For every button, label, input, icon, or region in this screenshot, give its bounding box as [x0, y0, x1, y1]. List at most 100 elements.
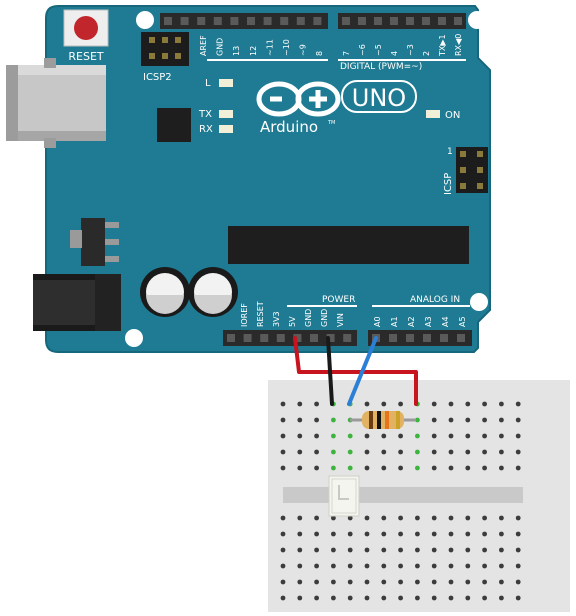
- brand-label: Arduino: [260, 118, 318, 136]
- breadboard-hole: [415, 433, 420, 439]
- breadboard-hole: [314, 433, 319, 439]
- breadboard-hole: [280, 401, 286, 407]
- power-pin-label: VIN: [336, 313, 345, 327]
- breadboard-hole: [364, 401, 370, 407]
- digital-header-right: [338, 13, 466, 29]
- breadboard-hole: [448, 465, 454, 471]
- breadboard-hole: [398, 531, 403, 537]
- breadboard-hole: [314, 547, 319, 553]
- digital-pin-label: 12: [249, 46, 258, 56]
- breadboard-hole: [297, 465, 303, 471]
- breadboard-hole: [347, 595, 353, 601]
- breadboard-hole: [448, 449, 454, 455]
- resistor-band: [385, 411, 389, 429]
- wire-5v: [293, 336, 418, 406]
- breadboard-hole: [297, 595, 303, 601]
- reset-button[interactable]: [63, 9, 109, 47]
- resistor-band: [396, 411, 400, 429]
- breadboard-hole: [448, 563, 454, 569]
- breadboard-hole: [314, 465, 319, 471]
- breadboard-hole: [499, 563, 504, 569]
- uno-badge: [341, 80, 417, 113]
- breadboard-hole: [515, 547, 521, 553]
- breadboard-hole: [431, 417, 437, 423]
- breadboard-hole: [415, 563, 420, 569]
- breadboard-hole: [431, 531, 437, 537]
- icsp-header: [456, 147, 488, 193]
- breadboard-hole: [515, 433, 521, 439]
- breadboard-hole: [381, 563, 387, 569]
- breadboard-hole: [347, 515, 353, 521]
- breadboard-hole: [448, 417, 454, 423]
- digital-pin-label: 4: [390, 51, 399, 56]
- digital-pin-label: ~5: [374, 44, 383, 56]
- breadboard-hole: [280, 465, 286, 471]
- breadboard-hole: [482, 579, 487, 585]
- breadboard-hole: [448, 595, 454, 601]
- breadboard-hole: [431, 433, 437, 439]
- breadboard-hole: [364, 449, 370, 455]
- breadboard-hole: [482, 417, 487, 423]
- resistor-band: [377, 411, 381, 429]
- breadboard-hole: [415, 547, 420, 553]
- breadboard-hole: [465, 465, 471, 471]
- breadboard-hole: [515, 579, 521, 585]
- breadboard-hole: [431, 401, 437, 407]
- breadboard-hole: [280, 515, 286, 521]
- breadboard-hole: [465, 449, 471, 455]
- breadboard-hole: [482, 433, 487, 439]
- led-tx: [219, 110, 233, 118]
- breadboard-hole: [280, 547, 286, 553]
- led-on-label: ON: [445, 110, 460, 121]
- breadboard-hole: [431, 465, 437, 471]
- icsp2-label: ICSP2: [143, 72, 172, 83]
- breadboard-hole: [364, 465, 370, 471]
- breadboard-hole: [515, 515, 521, 521]
- breadboard-hole: [398, 547, 403, 553]
- breadboard-hole: [381, 595, 387, 601]
- breadboard-hole: [331, 595, 336, 601]
- board-body: [45, 5, 491, 353]
- breadboard-hole: [398, 563, 403, 569]
- breadboard-hole: [381, 449, 387, 455]
- digital-pin-label: ~10: [282, 39, 291, 56]
- breadboard-hole: [280, 595, 286, 601]
- breadboard-hole: [515, 595, 521, 601]
- digital-pin-label: 2: [422, 51, 431, 56]
- digital-pin-label: RX◀0: [454, 34, 463, 56]
- digital-pin-label: TX▶1: [438, 34, 447, 57]
- breadboard-hole: [280, 579, 286, 585]
- breadboard-hole: [364, 579, 370, 585]
- breadboard-hole: [398, 401, 403, 407]
- breadboard-hole: [314, 531, 319, 537]
- analog-pin-label: A5: [458, 316, 467, 327]
- breadboard-hole: [465, 401, 471, 407]
- wire-a0: [347, 336, 378, 406]
- icsp2-header: [141, 32, 189, 66]
- breadboard-hole: [331, 579, 336, 585]
- breadboard-hole: [499, 515, 504, 521]
- power-pin-label: 3V3: [272, 311, 281, 327]
- breadboard-hole: [314, 401, 319, 407]
- light-sensor: [328, 475, 360, 517]
- breadboard-hole: [499, 417, 504, 423]
- analog-pin-label: A4: [441, 316, 450, 327]
- breadboard-hole: [415, 515, 420, 521]
- breadboard-hole: [331, 433, 336, 439]
- digital-header-label: DIGITAL (PWM=~): [340, 62, 422, 72]
- breadboard-hole: [499, 579, 504, 585]
- breadboard-hole: [297, 449, 303, 455]
- breadboard-hole: [415, 595, 420, 601]
- breadboard-hole: [415, 449, 420, 455]
- breadboard-hole: [482, 547, 487, 553]
- digital-pin-label: 7: [342, 51, 351, 56]
- breadboard-hole: [448, 433, 454, 439]
- breadboard-hole: [280, 449, 286, 455]
- breadboard-hole: [415, 465, 420, 471]
- digital-pin-label: ~3: [406, 44, 415, 56]
- breadboard-hole: [431, 449, 437, 455]
- breadboard-hole: [515, 531, 521, 537]
